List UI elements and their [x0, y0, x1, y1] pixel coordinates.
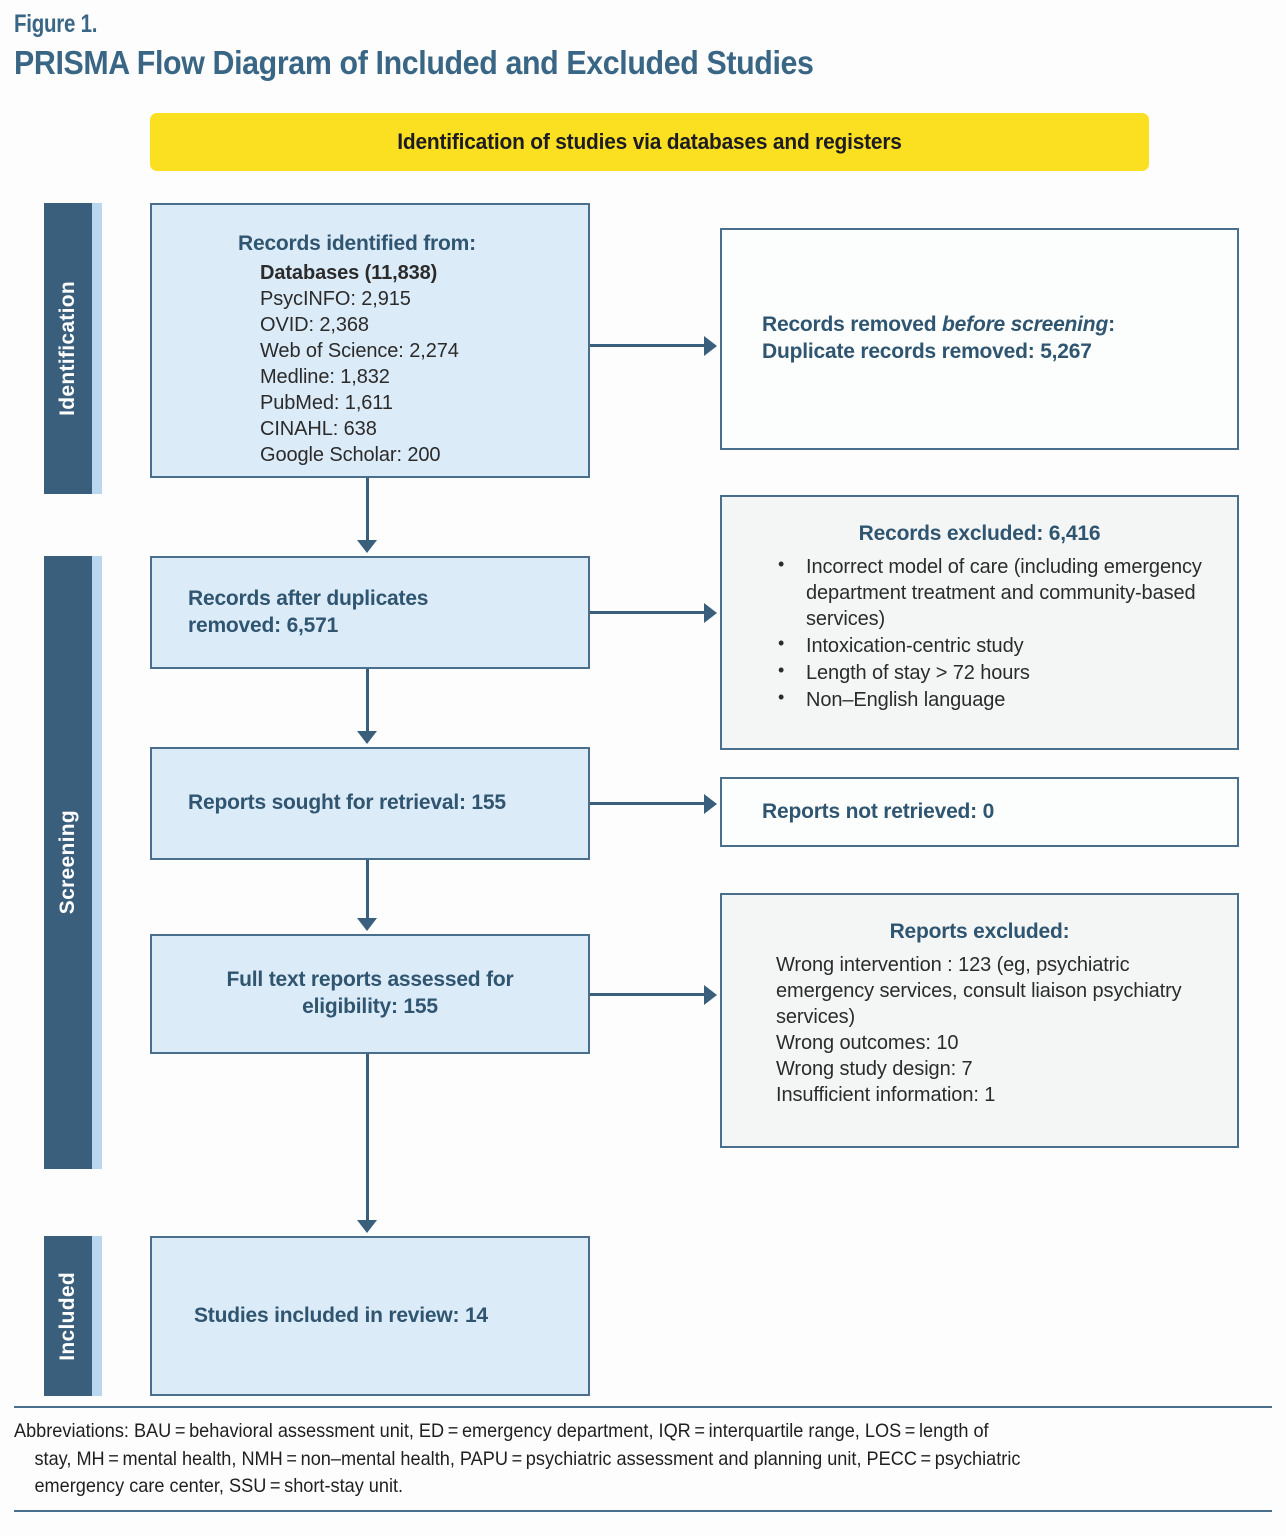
stage-rail-identification-label: Identification: [56, 281, 79, 416]
reports-excluded-line: Wrong study design: 7: [776, 1057, 973, 1080]
records-removed-colon: :: [1108, 313, 1115, 337]
box-studies-included: Studies included in review: 14: [150, 1236, 590, 1396]
box-records-identified: Records identified from: Databases (11,8…: [150, 203, 590, 478]
connector-identified-to-after-duplicates: [357, 478, 377, 556]
reports-not-retrieved-line-1: Reports not retrieved: 0: [762, 799, 995, 823]
identification-banner-label: Identification of studies via databases …: [397, 129, 902, 154]
source-line: Medline: 1,832: [260, 365, 390, 388]
reports-excluded-line: Wrong outcomes: 10: [776, 1031, 959, 1054]
records-identified-heading: Records identified from:: [238, 232, 476, 255]
box-reports-sought-for-retrieval: Reports sought for retrieval: 155: [150, 747, 590, 860]
reports-excluded-heading: Reports excluded:: [889, 920, 1070, 943]
source-line: PsycINFO: 2,915: [260, 287, 411, 310]
connector-after-duplicates-to-sought: [357, 669, 377, 747]
page-title: PRISMA Flow Diagram of Included and Excl…: [14, 44, 814, 81]
connector-sought-to-full-text: [357, 860, 377, 934]
box-records-removed-before-screening: Records removed before screening: Duplic…: [720, 228, 1239, 450]
records-identified-subheading: Databases (11,838): [260, 261, 438, 284]
box-reports-excluded: Reports excluded: Wrong intervention : 1…: [720, 893, 1239, 1148]
records-removed-emphasis: before screening: [942, 313, 1109, 337]
stage-rail-screening-accent: [92, 556, 102, 1169]
reports-sought-line-1: Reports sought for retrieval: 155: [188, 791, 506, 815]
abbreviations-footnote: Abbreviations: BAU = behavioral assessme…: [14, 1418, 1177, 1501]
connector-full-text-to-included: [357, 1054, 377, 1236]
footnote-line-3: emergency care center, SSU = short-stay …: [34, 1475, 404, 1498]
connector-full-text-to-excluded: [590, 985, 720, 1005]
stage-rail-screening-label: Screening: [56, 810, 79, 915]
box-records-after-duplicates: Records after duplicates removed: 6,571: [150, 556, 590, 669]
records-removed-prefix: Records removed: [762, 313, 943, 337]
stage-rail-identification-accent: [92, 203, 102, 494]
connector-after-duplicates-to-excluded: [590, 603, 720, 623]
studies-included-line-1: Studies included in review: 14: [194, 1303, 488, 1327]
stage-rail-included-label: Included: [56, 1271, 79, 1361]
stage-rail-screening: Screening: [44, 556, 92, 1169]
connector-sought-to-not-retrieved: [590, 794, 720, 814]
records-excluded-heading: Records excluded: 6,416: [858, 522, 1101, 545]
full-text-line-2: eligibility: 155: [302, 995, 438, 1018]
footnote-line-2: stay, MH = mental health, NMH = non–ment…: [34, 1447, 1021, 1470]
identification-banner: Identification of studies via databases …: [150, 113, 1149, 171]
box-records-excluded: Records excluded: 6,416 Incorrect model …: [720, 495, 1239, 750]
stage-rail-identification: Identification: [44, 203, 92, 494]
records-removed-line-2: Duplicate records removed: 5,267: [762, 340, 1092, 363]
records-excluded-bullet: Intoxication-centric study: [772, 632, 1221, 659]
footnote-bottom-divider: [14, 1510, 1272, 1512]
connector-identified-to-removed: [590, 336, 720, 356]
full-text-line-1: Full text reports assessed for: [226, 968, 514, 992]
after-duplicates-line-1: Records after duplicates: [188, 586, 429, 610]
source-line: OVID: 2,368: [260, 313, 369, 336]
figure-label: Figure 1.: [14, 10, 98, 38]
records-excluded-bullet: Length of stay > 72 hours: [772, 659, 1221, 686]
source-line: Google Scholar: 200: [260, 443, 441, 466]
records-removed-line-1: Records removed before screening:: [762, 312, 1221, 339]
footnote-divider: [14, 1406, 1272, 1408]
stage-rail-included-accent: [92, 1236, 102, 1396]
source-line: CINAHL: 638: [260, 417, 377, 440]
footnote-line-1: Abbreviations: BAU = behavioral assessme…: [14, 1420, 989, 1442]
box-full-text-assessed: Full text reports assessed for eligibili…: [150, 934, 590, 1054]
after-duplicates-line-2: removed: 6,571: [188, 613, 339, 637]
source-line: Web of Science: 2,274: [260, 339, 459, 362]
reports-excluded-line: Wrong intervention : 123 (eg, psychiatri…: [776, 953, 1182, 1028]
box-reports-not-retrieved: Reports not retrieved: 0: [720, 777, 1239, 847]
stage-rail-included: Included: [44, 1236, 92, 1396]
reports-excluded-line: Insufficient information: 1: [776, 1083, 996, 1106]
source-line: PubMed: 1,611: [260, 391, 393, 414]
records-excluded-bullet: Incorrect model of care (including emerg…: [772, 553, 1221, 632]
records-excluded-bullet: Non–English language: [772, 686, 1221, 713]
